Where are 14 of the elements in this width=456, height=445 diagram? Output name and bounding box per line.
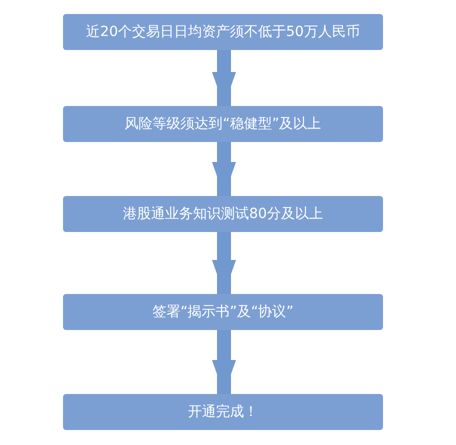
- step-text: 近20个交易日日均资产须不低于50万人民币: [86, 23, 360, 41]
- step-text: 开通完成！: [188, 403, 258, 421]
- step-box: [63, 14, 383, 50]
- step-text: 港股通业务知识测试80分及以上: [123, 205, 323, 223]
- down-arrow: [212, 330, 236, 394]
- down-arrow: [212, 232, 236, 294]
- step-box: [63, 294, 383, 330]
- step-box: [63, 394, 383, 430]
- down-arrow: [212, 50, 236, 106]
- step-box: [63, 106, 383, 142]
- step-text: 签署“揭示书”及“协议”: [152, 303, 294, 321]
- step-text: 风险等级须达到“稳健型”及以上: [124, 115, 322, 133]
- step-box: [63, 196, 383, 232]
- down-arrow: [212, 142, 236, 196]
